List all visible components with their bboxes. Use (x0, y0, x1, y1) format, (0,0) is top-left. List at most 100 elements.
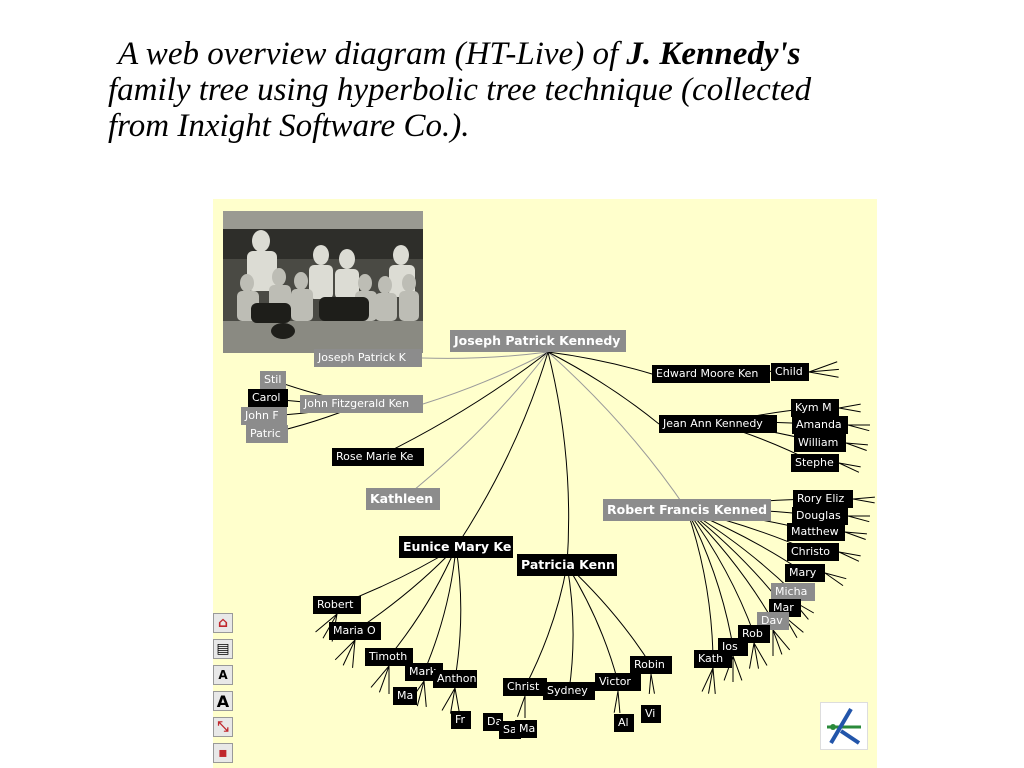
tree-node[interactable]: Mary (785, 564, 825, 582)
tree-node[interactable]: Ma (515, 720, 537, 738)
caption-line-3: from Inxight Software Co.). (108, 108, 470, 144)
tree-node[interactable]: Child (771, 363, 809, 381)
tree-node[interactable]: Amanda (792, 416, 848, 434)
tree-node[interactable]: Kathleen (366, 488, 440, 510)
tree-edge-leaf (838, 403, 861, 409)
tree-node[interactable]: Eunice Mary Ke (399, 536, 513, 558)
tree-edge (402, 351, 549, 500)
tree-edge-leaf (370, 665, 390, 688)
tree-edge-leaf (732, 655, 743, 681)
home-button[interactable]: ⌂ (213, 613, 233, 633)
tree-edge-leaf (852, 498, 875, 504)
font-decrease-button[interactable]: A (213, 665, 233, 685)
tree-edge-leaf (845, 442, 867, 451)
tree-edge-leaf (352, 639, 356, 668)
tree-edge-leaf (845, 442, 868, 446)
tree-node[interactable]: Maria O (329, 622, 381, 640)
tree-edge-leaf (824, 572, 844, 587)
tree-node[interactable]: Carol (248, 389, 288, 407)
tree-node[interactable]: Sydney (543, 682, 595, 700)
tree-edge (455, 351, 549, 548)
tree-edge-leaf (701, 667, 714, 692)
tree-node[interactable]: Fr (451, 711, 471, 729)
tree-node[interactable]: Al (614, 714, 634, 732)
tree-node[interactable]: Stephe (791, 454, 839, 472)
tree-edge-leaf (613, 690, 619, 713)
tree-edge (547, 351, 570, 566)
tree-edge (686, 509, 714, 660)
tree-node[interactable]: Micha (771, 583, 815, 601)
tree-edge-leaf (617, 690, 621, 713)
tree-edge-leaf (824, 572, 847, 580)
tree-node[interactable]: Joseph Patrick K (314, 349, 422, 367)
tree-edge (421, 351, 549, 359)
ruler-icon: ▤ (216, 641, 230, 657)
tree-node[interactable]: John Fitzgerald Ken (300, 395, 423, 413)
home-icon: ⌂ (217, 615, 229, 631)
tree-node[interactable]: Patric (246, 425, 288, 443)
tree-edge (524, 564, 568, 688)
tree-edge (388, 546, 457, 658)
resize-button[interactable]: ⤡ (213, 717, 233, 737)
family-photo-art (223, 211, 423, 353)
tree-edge-leaf (315, 613, 338, 633)
resize-icon: ⤡ (217, 719, 229, 735)
tree-node[interactable]: William (794, 434, 846, 452)
tree-edge-leaf (650, 673, 655, 694)
caption-line-1: A web overview diagram (HT-Live) of J. K… (118, 36, 801, 72)
caption: A web overview diagram (HT-Live) of J. K… (108, 36, 988, 144)
tree-edge-leaf (707, 667, 714, 694)
ruler-button[interactable]: ▤ (213, 639, 233, 659)
tree-edge-leaf (844, 531, 867, 535)
tree-node[interactable]: Rory Eliz (793, 490, 853, 508)
tree-node[interactable]: Da (483, 713, 503, 731)
tree-edge-leaf (517, 695, 526, 717)
logo-art (827, 707, 861, 745)
tree-node[interactable]: Joseph Patrick Kennedy (450, 330, 626, 352)
tree-edge-leaf (772, 629, 783, 655)
tree-node[interactable]: Victor (595, 673, 641, 691)
tree-node[interactable]: Kym M (791, 399, 839, 417)
tree-edge-leaf (753, 642, 760, 669)
tree-node[interactable]: Christo (787, 543, 839, 561)
tree-node[interactable]: Rose Marie Ke (332, 448, 424, 466)
tree-edge (547, 351, 688, 511)
options-button[interactable]: ▪ (213, 743, 233, 763)
caption-bold-name: J. Kennedy's (626, 36, 801, 72)
tree-edge-leaf (838, 462, 860, 473)
tree-edge-leaf (342, 639, 356, 666)
tree-node[interactable]: Jean Ann Kennedy (659, 415, 777, 433)
tree-edge-leaf (748, 642, 755, 669)
tree-edge-leaf (847, 515, 870, 523)
tree-edge-leaf (772, 629, 791, 651)
tree-node[interactable]: Kath (694, 650, 732, 668)
tree-node[interactable]: Ma (393, 687, 417, 705)
tree-edge (354, 546, 457, 632)
tree-edge (547, 351, 660, 425)
tree-node[interactable]: Anthon (433, 670, 477, 688)
tree-edge (686, 509, 734, 648)
tree-node[interactable]: Douglas (792, 507, 848, 525)
tree-node[interactable]: Stil (260, 371, 286, 389)
tree-node[interactable]: Matthew (787, 523, 845, 541)
tree-edge-leaf (753, 642, 768, 666)
options-icon: ▪ (218, 745, 228, 761)
tree-node[interactable]: Robert Francis Kenned (603, 499, 771, 521)
tree-node[interactable]: John F (241, 407, 287, 425)
tree-edge-leaf (808, 371, 839, 378)
tree-node[interactable]: Vi (641, 705, 661, 723)
tree-node[interactable]: Christ (503, 678, 547, 696)
tree-edge-leaf (416, 680, 425, 707)
tree-node[interactable]: Patricia Kenn (517, 554, 617, 576)
tree-edge-leaf (423, 680, 427, 707)
tree-node[interactable]: Robin (630, 656, 672, 674)
tree-edge-leaf (838, 551, 860, 562)
tree-node[interactable]: Robert (313, 596, 361, 614)
tree-edge-leaf (441, 687, 456, 711)
tree-node[interactable]: Timoth (365, 648, 413, 666)
tree-edge-leaf (838, 462, 861, 468)
tree-edge (686, 509, 794, 593)
font-increase-button[interactable]: A (213, 691, 233, 711)
tree-node[interactable]: Edward Moore Ken (652, 365, 770, 383)
